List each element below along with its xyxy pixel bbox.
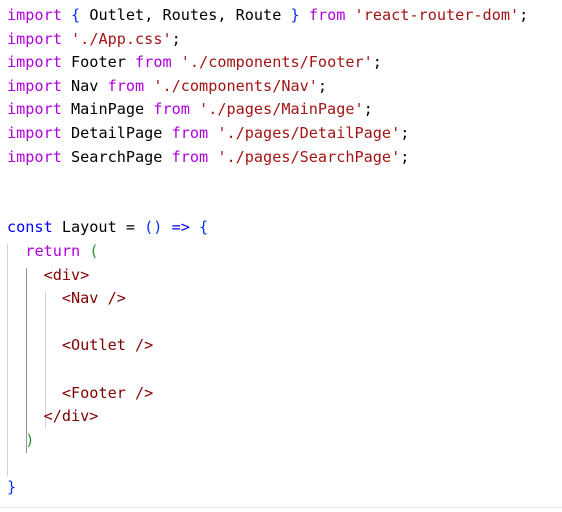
jsx-tag: <Outlet /> [61, 336, 154, 355]
code-line-12[interactable]: <div> [7, 264, 562, 288]
whitespace [144, 77, 153, 95]
code-line-19[interactable]: ) [7, 429, 562, 453]
code-line-15[interactable]: <Outlet /> [7, 334, 562, 358]
string: './pages/MainPage' [199, 100, 364, 119]
brace: { [71, 6, 81, 24]
keyword: from [135, 53, 172, 72]
punctuation: ; [171, 29, 181, 48]
whitespace [190, 100, 199, 118]
keyword: import [7, 53, 62, 72]
code-line-18[interactable]: </div> [7, 405, 562, 429]
whitespace [300, 6, 309, 24]
paren: () [144, 218, 163, 237]
paren: ) [25, 430, 35, 449]
brace: { [199, 218, 209, 237]
paren: ( [89, 241, 99, 260]
code-line-8[interactable] [7, 169, 562, 193]
code-line-14[interactable] [7, 311, 562, 335]
identifier: Layout = [52, 218, 145, 237]
code-line-21[interactable]: } [7, 476, 562, 500]
top-edge [0, 0, 562, 3]
punctuation: ; [519, 6, 529, 24]
indent-guide-3 [45, 291, 46, 429]
keyword: import [7, 76, 62, 95]
whitespace [208, 124, 217, 142]
jsx-tag: <div> [43, 265, 90, 284]
whitespace [62, 6, 71, 24]
current-line-border [0, 507, 562, 508]
code-line-17[interactable]: <Footer /> [7, 382, 562, 406]
code-line-2[interactable]: import './App.css'; [7, 28, 562, 52]
jsx-tag: <Nav /> [61, 289, 126, 308]
whitespace [208, 148, 217, 166]
keyword: from [171, 123, 209, 142]
code-line-9[interactable] [7, 193, 562, 217]
keyword: return [25, 241, 81, 260]
code-line-3[interactable]: import Footer from './components/Footer'… [7, 51, 562, 75]
code-line-5[interactable]: import MainPage from './pages/MainPage'; [7, 98, 562, 122]
identifier: Nav [61, 76, 108, 95]
keyword: from [153, 100, 190, 119]
string: './components/Nav' [153, 76, 318, 95]
identifier: DetailPage [61, 123, 172, 142]
string: 'react-router-dom' [354, 6, 520, 24]
keyword: from [308, 6, 346, 24]
keyword: const [7, 218, 53, 237]
identifier: Outlet, Routes, Route [80, 6, 291, 24]
keyword: import [7, 29, 62, 48]
identifier: SearchPage [61, 147, 172, 166]
code-line-7[interactable]: import SearchPage from './pages/SearchPa… [7, 146, 562, 170]
string: './components/Footer' [180, 53, 373, 72]
code-lines: import { Outlet, Routes, Route } from 'r… [7, 4, 562, 499]
punctuation: ; [400, 123, 410, 142]
jsx-tag: <Footer /> [61, 383, 154, 402]
arrow: => [162, 218, 200, 237]
keyword: from [171, 147, 209, 166]
punctuation: ; [372, 53, 382, 72]
code-line-16[interactable] [7, 358, 562, 382]
code-line-10[interactable]: const Layout = () => { [7, 216, 562, 240]
keyword: import [7, 6, 62, 24]
brace: } [7, 477, 17, 496]
whitespace [62, 30, 71, 48]
keyword: import [7, 147, 62, 166]
keyword: import [7, 100, 62, 119]
string: './pages/DetailPage' [217, 123, 401, 142]
code-line-11[interactable]: return ( [7, 240, 562, 264]
punctuation: ; [317, 76, 328, 95]
code-line-1[interactable]: import { Outlet, Routes, Route } from 'r… [7, 4, 562, 28]
keyword: import [7, 123, 62, 142]
code-line-20[interactable] [7, 452, 562, 476]
string: './App.css' [71, 29, 172, 48]
whitespace [345, 6, 354, 24]
brace: } [290, 6, 300, 24]
string: './pages/SearchPage' [217, 147, 401, 166]
indent-guide-1 [7, 244, 8, 476]
identifier: MainPage [61, 100, 154, 119]
indent-guide-2 [26, 268, 27, 453]
punctuation: ; [363, 100, 373, 119]
code-line-4[interactable]: import Nav from './components/Nav'; [7, 75, 562, 99]
punctuation: ; [400, 147, 410, 166]
code-line-13[interactable]: <Nav /> [7, 287, 562, 311]
identifier: Footer [61, 53, 136, 72]
keyword: from [107, 76, 145, 95]
jsx-tag: </div> [43, 407, 99, 426]
whitespace [172, 53, 181, 71]
code-line-6[interactable]: import DetailPage from './pages/DetailPa… [7, 122, 562, 146]
